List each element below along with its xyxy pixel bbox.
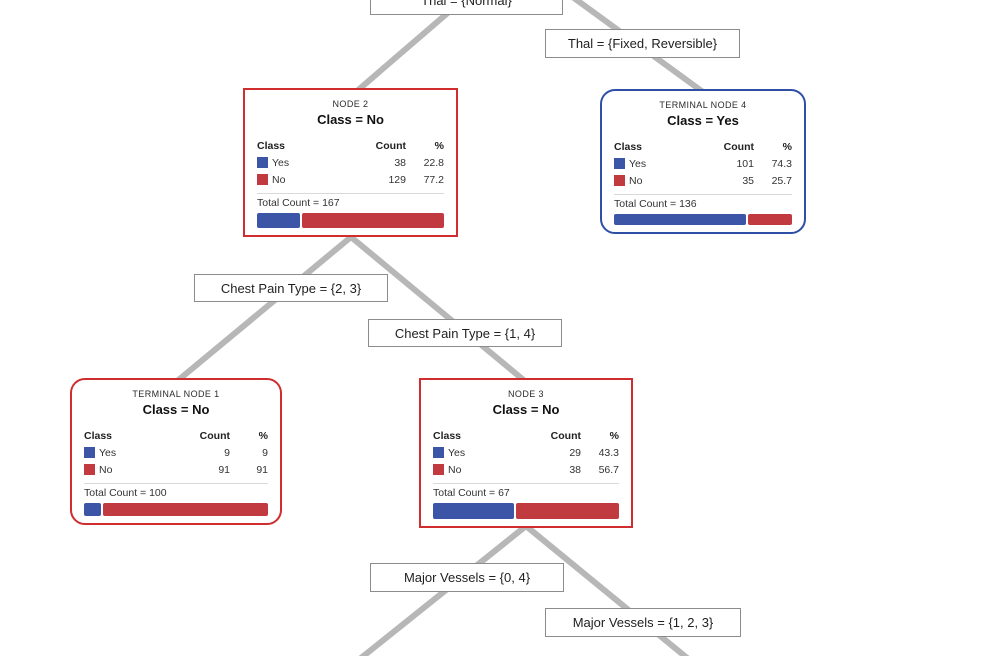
bar-segment-yes: [84, 503, 101, 516]
yes-pct: 43.3: [598, 446, 619, 459]
no-color-swatch: [433, 464, 444, 475]
header-pct: %: [434, 139, 444, 152]
class-distribution-bar: [257, 213, 444, 228]
no-count: 38: [569, 463, 581, 476]
no-count: 91: [218, 463, 230, 476]
no-color-swatch: [257, 174, 268, 185]
total-count-label: Total Count = 67: [433, 483, 619, 499]
header-pct: %: [782, 140, 792, 153]
header-count: Count: [199, 429, 230, 442]
table-header-row: Class Count %: [433, 428, 619, 443]
total-count-label: Total Count = 136: [614, 194, 792, 210]
yes-count: 29: [569, 446, 581, 459]
row-label: No: [629, 174, 643, 187]
header-class: Class: [84, 429, 113, 442]
row-label: Yes: [448, 446, 466, 459]
no-pct: 56.7: [598, 463, 619, 476]
yes-pct: 74.3: [771, 157, 792, 170]
yes-pct: 22.8: [423, 156, 444, 169]
node-class-label: Class = No: [142, 402, 210, 417]
yes-color-swatch: [84, 447, 95, 458]
bar-segment-yes: [614, 214, 747, 225]
yes-count: 9: [224, 446, 230, 459]
node-title: NODE 3: [508, 389, 544, 399]
row-label: No: [272, 173, 286, 186]
total-count-label: Total Count = 100: [84, 483, 268, 499]
class-distribution-bar: [614, 214, 792, 225]
table-row-no: No 35 25.7: [614, 173, 792, 188]
node-class-table: Class Count % Yes 9 9 No 91 91: [84, 426, 268, 477]
edge-label-major-vessels-1-2-3: Major Vessels = {1, 2, 3}: [545, 608, 741, 637]
bar-segment-no: [515, 503, 619, 519]
bar-segment-no: [301, 213, 444, 228]
node-class-table: Class Count % Yes 29 43.3 No 38 56.7: [433, 426, 619, 477]
table-row-yes: Yes 38 22.8: [257, 155, 444, 170]
yes-color-swatch: [257, 157, 268, 168]
no-pct: 77.2: [423, 173, 444, 186]
class-distribution-bar: [433, 503, 619, 519]
bar-segment-yes: [257, 213, 300, 228]
node-class-table: Class Count % Yes 38 22.8 No 129 77.2: [257, 136, 444, 187]
node-title: NODE 2: [332, 99, 369, 109]
node-class-label: Class = No: [492, 402, 560, 417]
row-label: No: [448, 463, 462, 476]
edge-line-node2-node3: [349, 234, 528, 385]
edge-label-chest-pain-2-3: Chest Pain Type = {2, 3}: [194, 274, 388, 302]
header-count: Count: [550, 429, 581, 442]
table-row-yes: Yes 101 74.3: [614, 156, 792, 171]
table-row-no: No 91 91: [84, 462, 268, 477]
edge-label-thal-normal: Thal = {Normal}: [370, 0, 563, 15]
no-color-swatch: [84, 464, 95, 475]
table-row-yes: Yes 9 9: [84, 445, 268, 460]
node-title: TERMINAL NODE 4: [659, 100, 747, 110]
edge-label-thal-fixed-reversible: Thal = {Fixed, Reversible}: [545, 29, 740, 58]
header-class: Class: [614, 140, 643, 153]
table-header-row: Class Count %: [84, 428, 268, 443]
node-title: TERMINAL NODE 1: [132, 389, 220, 399]
yes-color-swatch: [433, 447, 444, 458]
table-row-no: No 129 77.2: [257, 172, 444, 187]
node-class-label: Class = Yes: [667, 113, 739, 128]
header-count: Count: [375, 139, 406, 152]
header-pct: %: [609, 429, 619, 442]
edge-label-chest-pain-1-4: Chest Pain Type = {1, 4}: [368, 319, 562, 347]
yes-color-swatch: [614, 158, 625, 169]
yes-pct: 9: [262, 446, 268, 459]
bar-segment-no: [748, 214, 792, 225]
tree-terminal-node-4[interactable]: TERMINAL NODE 4 Class = Yes Class Count …: [600, 89, 806, 234]
tree-node-2[interactable]: NODE 2 Class = No Class Count % Yes 38 2…: [243, 88, 458, 237]
row-label: No: [99, 463, 113, 476]
table-row-yes: Yes 29 43.3: [433, 445, 619, 460]
edge-line-node2-terminal1: [174, 234, 353, 385]
row-label: Yes: [629, 157, 647, 170]
no-pct: 91: [256, 463, 268, 476]
edge-label-major-vessels-0-4: Major Vessels = {0, 4}: [370, 563, 564, 592]
no-pct: 25.7: [771, 174, 792, 187]
tree-node-3[interactable]: NODE 3 Class = No Class Count % Yes 29 4…: [419, 378, 633, 528]
header-class: Class: [257, 139, 286, 152]
bar-segment-yes: [433, 503, 514, 519]
row-label: Yes: [99, 446, 117, 459]
row-label: Yes: [272, 156, 290, 169]
no-count: 35: [742, 174, 754, 187]
node-class-label: Class = No: [317, 112, 384, 127]
table-header-row: Class Count %: [257, 138, 444, 153]
no-color-swatch: [614, 175, 625, 186]
node-class-table: Class Count % Yes 101 74.3 No 35 25.7: [614, 137, 792, 188]
table-header-row: Class Count %: [614, 139, 792, 154]
yes-count: 101: [736, 157, 754, 170]
table-row-no: No 38 56.7: [433, 462, 619, 477]
tree-terminal-node-1[interactable]: TERMINAL NODE 1 Class = No Class Count %…: [70, 378, 282, 525]
no-count: 129: [388, 173, 406, 186]
yes-count: 38: [394, 156, 406, 169]
header-count: Count: [723, 140, 754, 153]
header-pct: %: [258, 429, 268, 442]
total-count-label: Total Count = 167: [257, 193, 444, 209]
header-class: Class: [433, 429, 462, 442]
class-distribution-bar: [84, 503, 268, 516]
bar-segment-no: [102, 503, 268, 516]
